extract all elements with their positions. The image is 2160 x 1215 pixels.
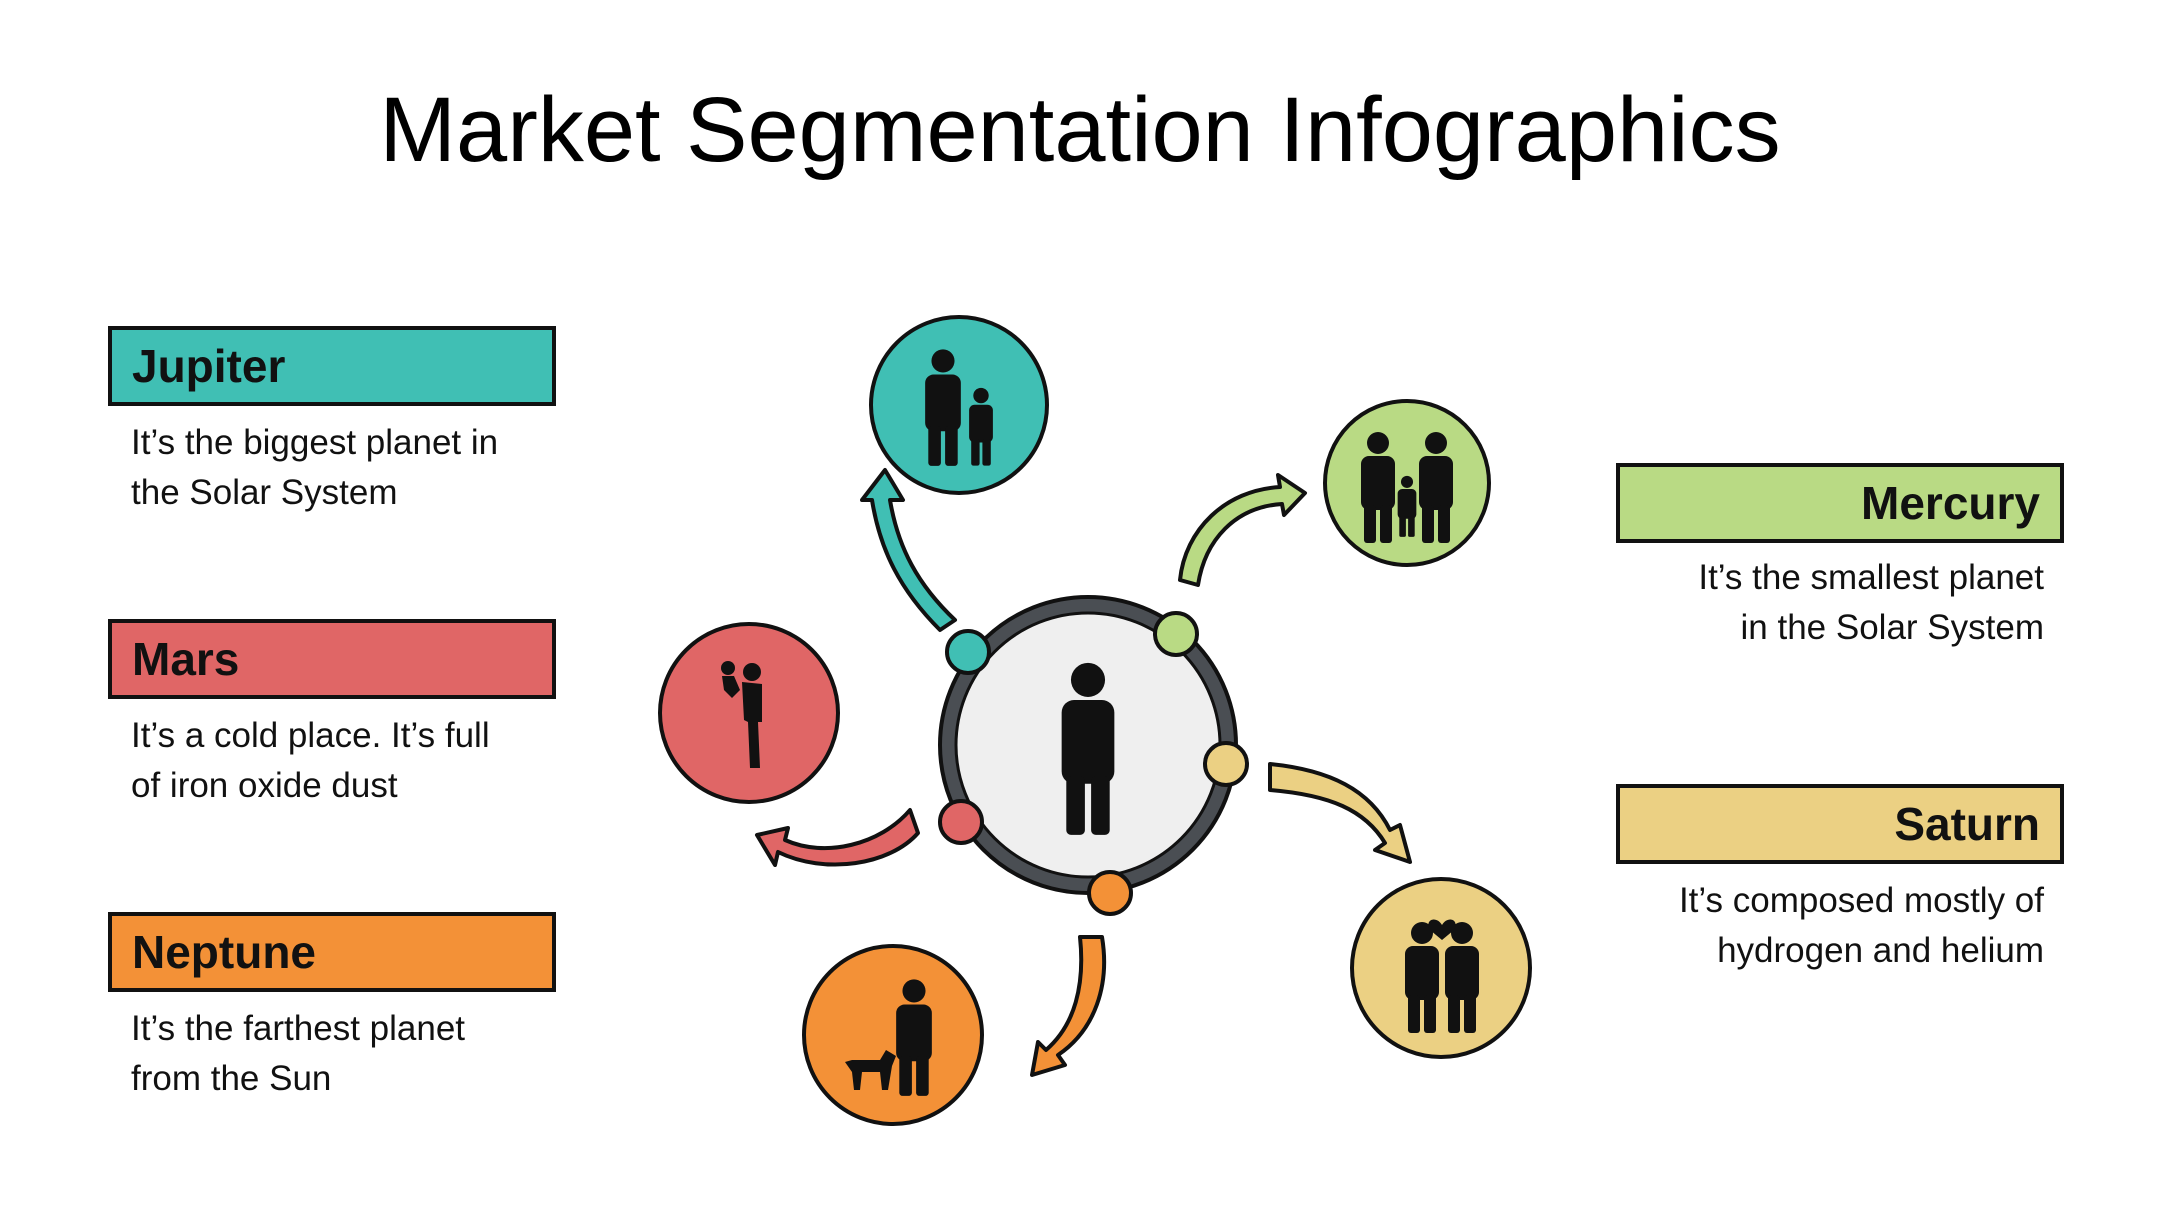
couple-heart-icon [1405,919,1479,1033]
label-mercury-text: Mercury [1861,477,2040,529]
desc-jupiter-line2: the Solar System [131,473,398,512]
label-jupiter: Jupiter [108,326,556,406]
desc-saturn: It’s composed mostly of hydrogen and hel… [1584,876,2044,976]
dot-mars [938,799,984,845]
label-mercury: Mercury [1616,463,2064,543]
arrow-mars [755,808,920,867]
page-title: Market Segmentation Infographics [379,79,1781,181]
desc-mercury: It’s the smallest planet in the Solar Sy… [1584,553,2044,653]
label-mars: Mars [108,619,556,699]
dot-saturn [1203,741,1249,787]
arrow-jupiter [860,468,957,632]
desc-neptune-line1: It’s the farthest planet [131,1009,466,1048]
label-neptune: Neptune [108,912,556,992]
desc-mars-line1: It’s a cold place. It’s full [131,716,490,755]
desc-mars-line2: of iron oxide dust [131,766,398,805]
desc-mercury-line2: in the Solar System [1740,608,2044,647]
circle-saturn [1350,877,1532,1059]
desc-neptune-line2: from the Sun [131,1059,332,1098]
desc-mars: It’s a cold place. It’s full of iron oxi… [131,711,591,811]
label-mars-text: Mars [132,633,240,685]
desc-jupiter: It’s the biggest planet in the Solar Sys… [131,418,591,518]
desc-saturn-line2: hydrogen and helium [1717,931,2044,970]
arrow-neptune [1030,935,1107,1077]
desc-neptune: It’s the farthest planet from the Sun [131,1004,591,1104]
desc-saturn-line1: It’s composed mostly of [1678,881,2044,920]
desc-jupiter-line1: It’s the biggest planet in [131,423,499,462]
arrow-mercury [1178,473,1307,587]
dot-neptune [1087,870,1133,916]
arrow-saturn [1268,762,1412,864]
label-saturn: Saturn [1616,784,2064,864]
desc-mercury-line1: It’s the smallest planet [1698,558,2044,597]
dot-mercury [1153,611,1199,657]
dot-jupiter [945,629,991,675]
label-saturn-text: Saturn [1894,798,2040,850]
label-jupiter-text: Jupiter [132,340,286,392]
person-with-dog-icon [845,979,932,1096]
parent-holding-baby-icon [721,661,762,768]
circle-neptune [802,944,984,1126]
label-neptune-text: Neptune [132,926,316,978]
